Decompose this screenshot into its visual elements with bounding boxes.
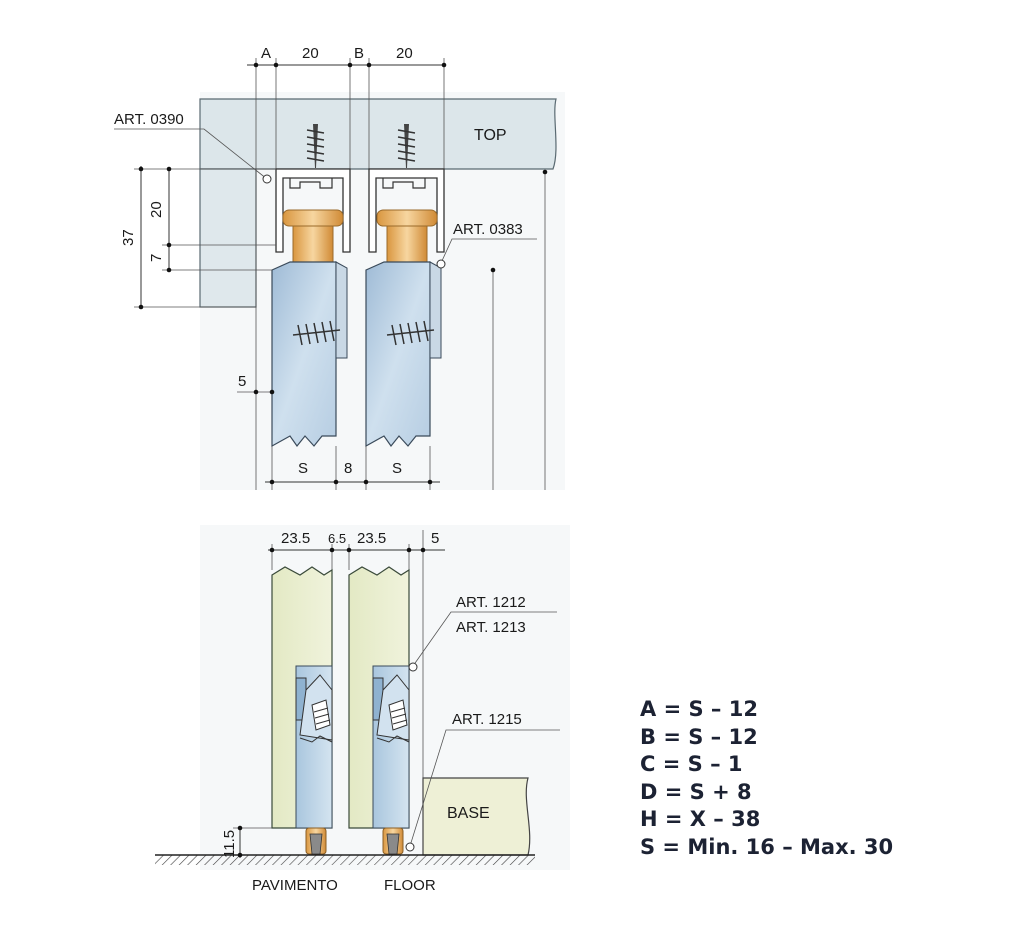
dim-7-label: 7 <box>148 254 165 262</box>
door-leaf-bottom-right <box>348 566 410 829</box>
art-1213-label: ART. 1213 <box>456 619 526 636</box>
floor-label: FLOOR <box>384 877 436 894</box>
track-left <box>275 168 351 253</box>
ceiling-screw-right <box>397 124 416 168</box>
art-0383-leader <box>440 238 537 264</box>
door-leaf-top-left <box>271 261 348 448</box>
dim-23-5-left-label: 23.5 <box>281 530 310 547</box>
dim-20-left-label: 20 <box>302 45 319 62</box>
art-0390-leader <box>114 128 268 180</box>
top-label: TOP <box>474 127 507 144</box>
roller-right <box>376 209 438 263</box>
dim-8-label: 8 <box>344 460 352 477</box>
dim-37-label: 37 <box>120 229 137 246</box>
track-right <box>368 168 445 253</box>
dim-11-5-label: 11.5 <box>221 830 238 858</box>
dim-b-label: B <box>354 45 364 62</box>
dim-a-label: A <box>261 45 271 62</box>
fascia-panel <box>199 168 257 308</box>
bottom-assembly: 23.5 6.5 23.5 5 <box>155 525 570 894</box>
base-label: BASE <box>447 805 490 822</box>
door-leaf-top-right <box>365 261 442 448</box>
dim-s-right-label: S <box>392 460 402 477</box>
art-1212-label: ART. 1212 <box>456 594 526 611</box>
formula-c: C = S – 1 <box>640 752 743 776</box>
art-1212-leader <box>412 611 557 667</box>
roller-left <box>282 209 344 263</box>
floor-guide-right <box>382 827 404 855</box>
dim-5-label: 5 <box>238 373 246 390</box>
ceiling-top <box>199 98 557 170</box>
art-0383-label: ART. 0383 <box>453 221 523 238</box>
formula-a: A = S – 12 <box>640 697 758 721</box>
top-assembly: TOP A 20 B 20 <box>114 45 565 490</box>
formula-legend: A = S – 12 B = S – 12 C = S – 1 D = S + … <box>640 696 1000 861</box>
dim-s-left-label: S <box>298 460 308 477</box>
ceiling-screw-left <box>306 124 325 168</box>
formula-b: B = S – 12 <box>640 724 758 749</box>
pavimento-label: PAVIMENTO <box>252 877 338 894</box>
art-1215-leader <box>409 729 560 847</box>
door-leaf-bottom-left <box>271 566 333 829</box>
formula-h: H = X – 38 <box>640 807 761 831</box>
floor-hatch <box>155 855 535 865</box>
dim-5-bottom-label: 5 <box>431 530 439 547</box>
art-0390-label: ART. 0390 <box>114 111 184 128</box>
formula-d: D = S + 8 <box>640 779 752 804</box>
floor-guide-left <box>305 827 327 855</box>
dim-20-right-label: 20 <box>396 45 413 62</box>
dim-6-5-label: 6.5 <box>328 531 346 546</box>
art-1215-label: ART. 1215 <box>452 711 522 728</box>
dim-20-vert-label: 20 <box>148 201 165 218</box>
dim-23-5-right-label: 23.5 <box>357 530 386 547</box>
formula-s: S = Min. 16 – Max. 30 <box>640 834 894 859</box>
